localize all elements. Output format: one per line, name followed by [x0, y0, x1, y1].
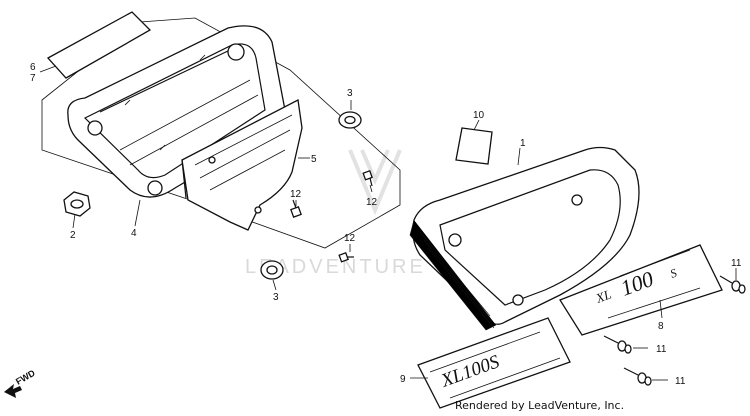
callout-12-b: 12: [366, 197, 378, 208]
screw-12-b: [362, 169, 373, 187]
watermark: LEADVENTURE: [245, 149, 426, 278]
decal-left: [417, 317, 571, 409]
screw-12-a: [290, 199, 302, 218]
grommet-lower: [260, 260, 284, 280]
callout-11-b: 11: [656, 344, 667, 355]
emblem-plate: [46, 11, 152, 79]
fwd-arrow-icon: [4, 384, 22, 398]
callout-12-a: 12: [290, 189, 302, 200]
callout-5: 5: [311, 154, 317, 165]
callout-11-a: 11: [731, 258, 742, 269]
callout-10: 10: [473, 110, 485, 121]
footer-credit: Rendered by LeadVenture, Inc.: [455, 399, 625, 412]
bolt-11-b: [603, 335, 632, 354]
callout-11-c: 11: [675, 376, 686, 387]
leader-lines: [39, 65, 737, 381]
right-side-cover: [409, 146, 640, 331]
callout-6: 6: [30, 62, 36, 73]
callout-9: 9: [400, 374, 406, 385]
grommet-upper: [338, 111, 362, 129]
callout-4: 4: [131, 228, 137, 239]
callout-3-lower: 3: [273, 292, 279, 303]
callout-2: 2: [70, 230, 76, 241]
callout-8: 8: [658, 321, 664, 332]
callout-1: 1: [520, 138, 526, 149]
fwd-indicator: FWD: [4, 368, 37, 398]
callout-12-c: 12: [344, 233, 356, 244]
caution-label: [455, 127, 493, 165]
screw-12-c: [338, 251, 354, 263]
side-cover-inner-panel: [181, 99, 303, 231]
watermark-text: LEADVENTURE: [245, 256, 426, 278]
callout-3-upper: 3: [347, 88, 353, 99]
decal-right-suffix: S: [668, 266, 678, 281]
bolt-11-a: [719, 275, 746, 294]
fwd-label: FWD: [14, 368, 37, 387]
grommet-2: [63, 191, 91, 217]
callout-7: 7: [30, 73, 36, 84]
decal-right-xl: XL: [593, 287, 613, 307]
bolt-11-c: [623, 367, 652, 386]
decal-right: [559, 244, 723, 336]
